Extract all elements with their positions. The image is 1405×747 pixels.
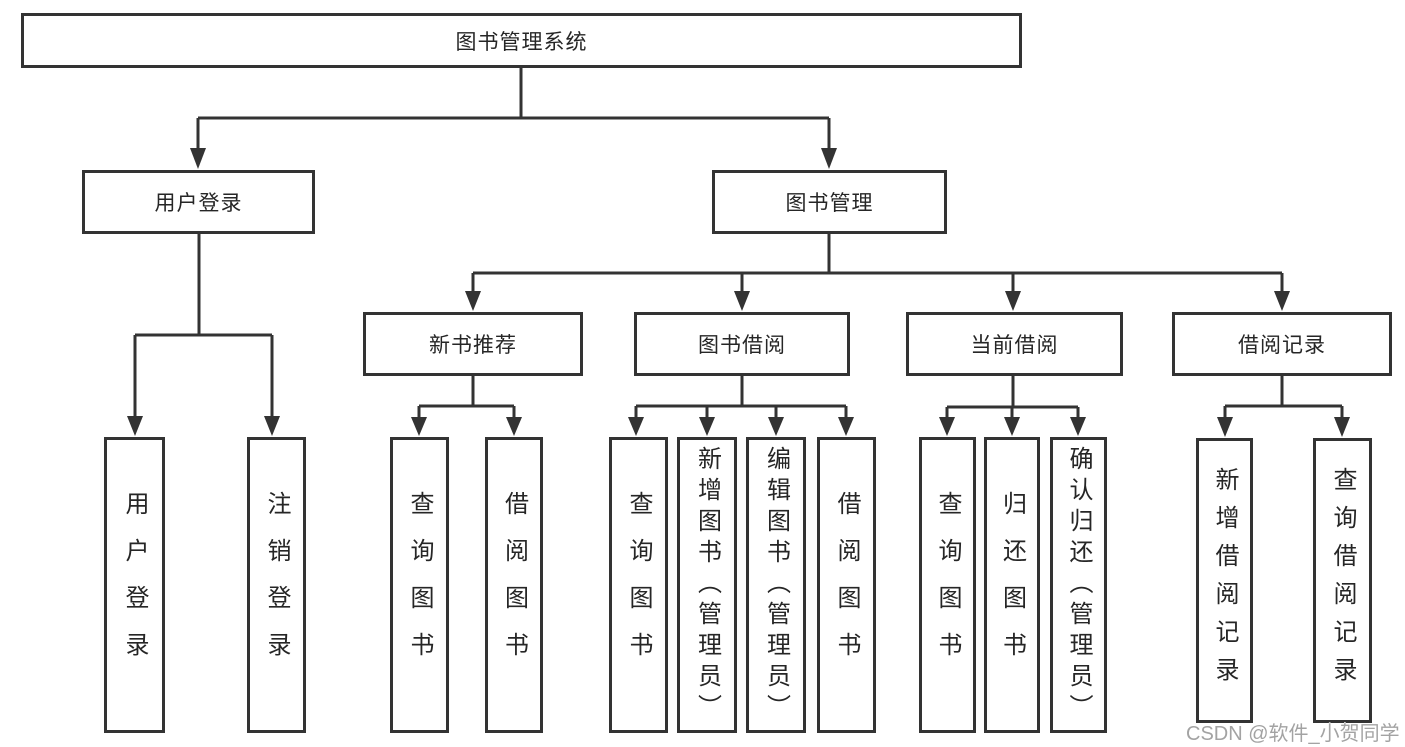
leaf-add-book-admin: 新增图书（管理员） xyxy=(677,437,737,733)
leaf-add-borrow-record: 新增借阅记录 xyxy=(1196,438,1253,723)
watermark: CSDN @软件_小贺同学 xyxy=(1186,723,1400,745)
leaf-query-books-borrow: 查询图书 xyxy=(609,437,668,733)
node-book-borrowing: 图书借阅 xyxy=(634,312,850,376)
leaf-user-login: 用户登录 xyxy=(104,437,165,733)
leaf-logout: 注销登录 xyxy=(247,437,306,733)
node-borrowing-records: 借阅记录 xyxy=(1172,312,1392,376)
node-library-management-system: 图书管理系统 xyxy=(21,13,1022,68)
leaf-query-borrow-record: 查询借阅记录 xyxy=(1313,438,1372,723)
leaf-confirm-return-admin: 确认归还（管理员） xyxy=(1050,437,1107,733)
leaf-query-books-recommend: 查询图书 xyxy=(390,437,449,733)
node-user-login: 用户登录 xyxy=(82,170,315,234)
leaf-borrow-books-recommend: 借阅图书 xyxy=(485,437,543,733)
leaf-query-books-current: 查询图书 xyxy=(919,437,976,733)
leaf-borrow-books: 借阅图书 xyxy=(817,437,876,733)
leaf-return-books: 归还图书 xyxy=(984,437,1040,733)
node-book-management: 图书管理 xyxy=(712,170,947,234)
node-new-book-recommendation: 新书推荐 xyxy=(363,312,583,376)
leaf-edit-book-admin: 编辑图书（管理员） xyxy=(746,437,806,733)
node-current-borrowing: 当前借阅 xyxy=(906,312,1123,376)
